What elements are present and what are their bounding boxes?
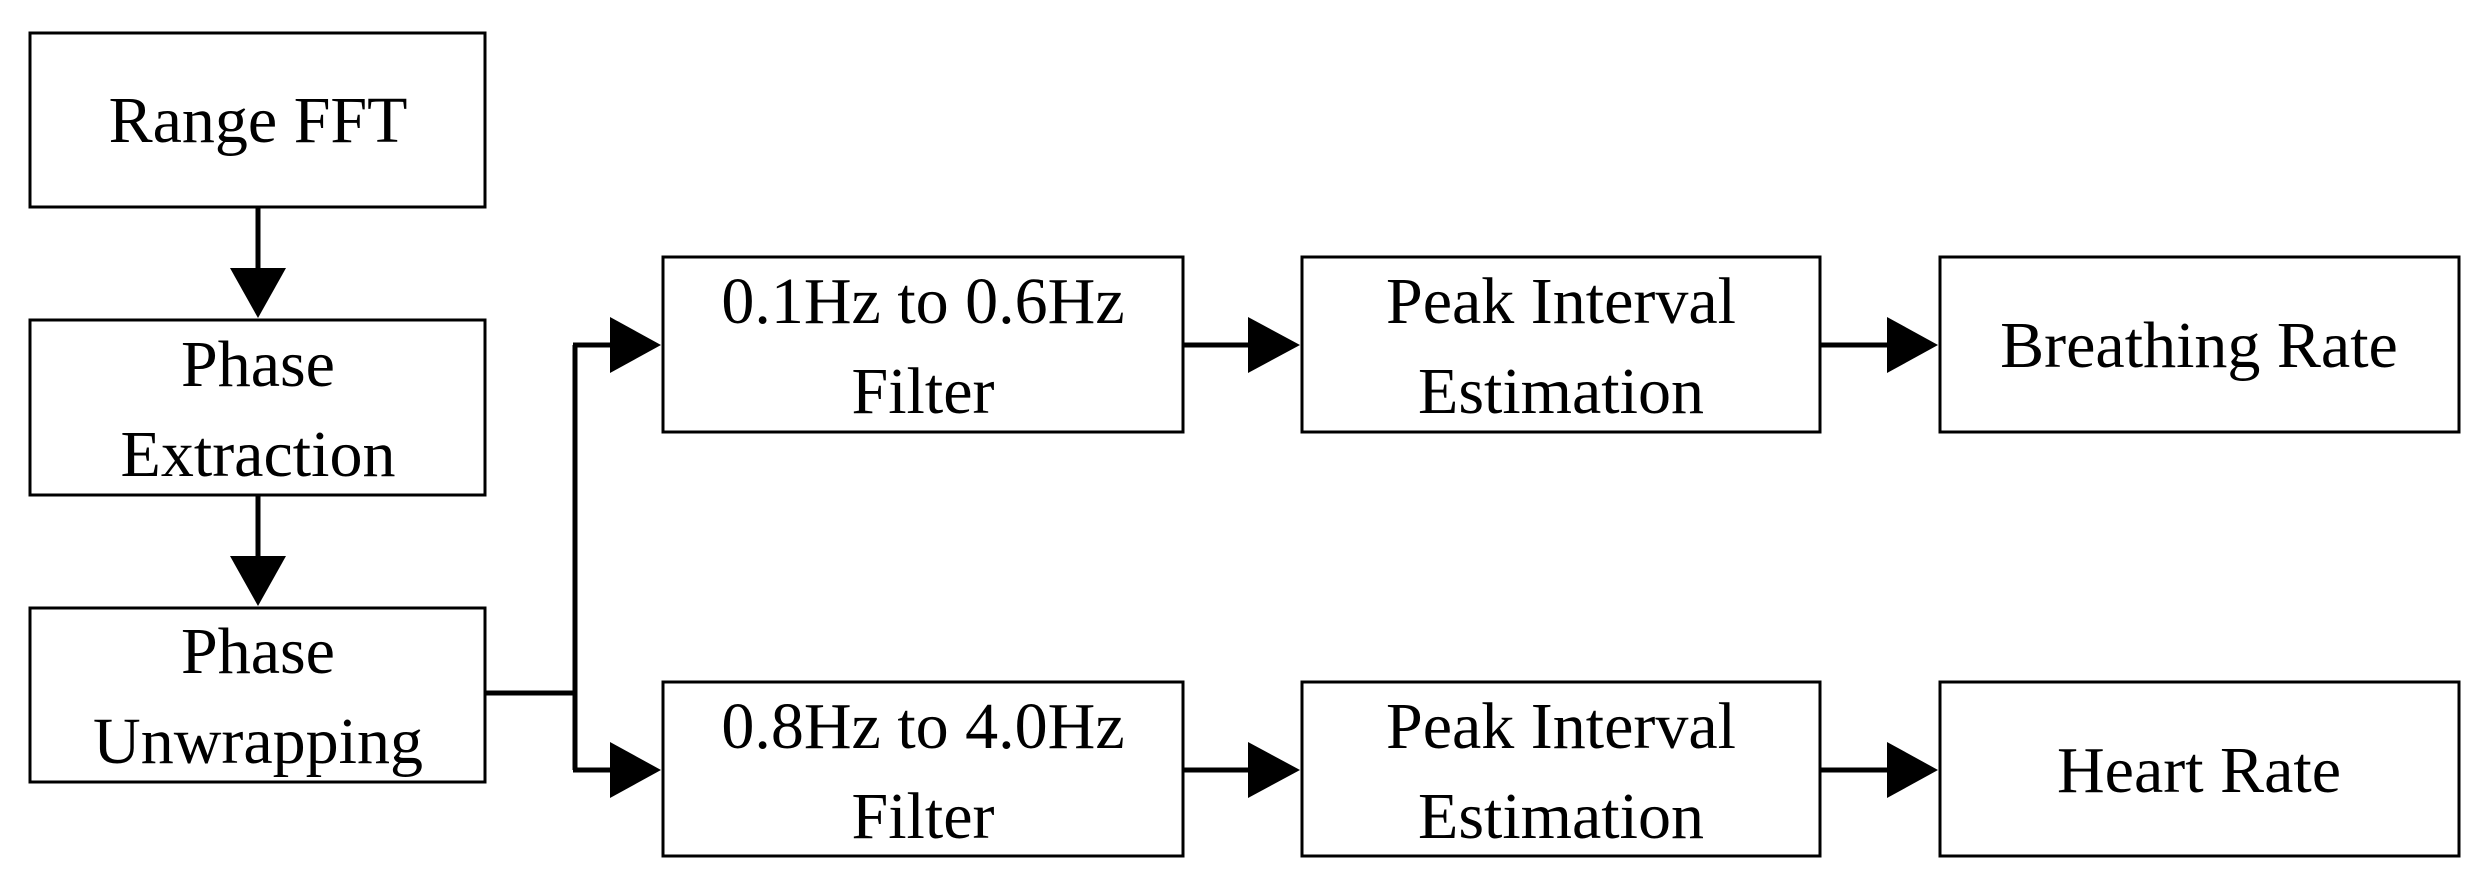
arrowhead-down-icon: [230, 268, 286, 318]
node-range-fft-label: Range FFT: [109, 84, 408, 157]
edge-split-to-filter-heart: [573, 742, 661, 798]
node-peak-breathing: Peak Interval Estimation: [1300, 255, 1822, 434]
node-phase-extraction: Phase Extraction: [28, 318, 487, 497]
flow-connectors: [230, 207, 1938, 798]
arrowhead-right-icon: [1248, 742, 1300, 798]
node-range-fft: Range FFT: [28, 31, 487, 209]
node-breathing-rate: Breathing Rate: [1938, 255, 2461, 434]
node-breathing-rate-label: Breathing Rate: [2000, 309, 2398, 382]
node-peak-heart: Peak Interval Estimation: [1300, 680, 1822, 858]
edge-peak-breathing-to-breathing-rate: [1820, 317, 1938, 373]
arrowhead-right-icon: [610, 317, 661, 373]
node-filter-breathing-label-line1: 0.1Hz to 0.6Hz: [721, 265, 1124, 338]
flow-nodes: Range FFT Phase Extraction Phase Unwrapp…: [28, 31, 2461, 858]
node-peak-heart-label-line2: Estimation: [1418, 780, 1704, 853]
arrowhead-right-icon: [1887, 742, 1938, 798]
edge-split-to-filter-breathing: [573, 317, 661, 373]
arrowhead-right-icon: [1887, 317, 1938, 373]
node-phase-extraction-label-line1: Phase: [181, 328, 335, 401]
node-phase-unwrapping: Phase Unwrapping: [28, 606, 487, 784]
arrowhead-down-icon: [230, 556, 286, 606]
arrowhead-right-icon: [1248, 317, 1300, 373]
edge-filter-breathing-to-peak-breathing: [1183, 317, 1300, 373]
node-phase-unwrapping-label-line1: Phase: [181, 615, 335, 688]
node-filter-heart-label-line1: 0.8Hz to 4.0Hz: [721, 690, 1124, 763]
edge-range-fft-to-phase-extraction: [230, 207, 286, 318]
edge-phase-extraction-to-phase-unwrapping: [230, 495, 286, 606]
edge-filter-heart-to-peak-heart: [1183, 742, 1300, 798]
node-filter-heart: 0.8Hz to 4.0Hz Filter: [661, 680, 1185, 858]
node-filter-breathing-label-line2: Filter: [852, 355, 995, 428]
node-filter-breathing: 0.1Hz to 0.6Hz Filter: [661, 255, 1185, 434]
arrowhead-right-icon: [610, 742, 661, 798]
node-peak-heart-label-line1: Peak Interval: [1386, 690, 1736, 763]
node-phase-extraction-label-line2: Extraction: [121, 418, 396, 491]
edge-phase-unwrapping-split: [485, 345, 578, 770]
node-heart-rate-label: Heart Rate: [2057, 734, 2341, 807]
node-filter-heart-label-line2: Filter: [852, 780, 995, 853]
node-phase-unwrapping-label-line2: Unwrapping: [93, 705, 423, 778]
node-heart-rate: Heart Rate: [1938, 680, 2461, 858]
node-peak-breathing-label-line2: Estimation: [1418, 355, 1704, 428]
node-peak-breathing-label-line1: Peak Interval: [1386, 265, 1736, 338]
edge-peak-heart-to-heart-rate: [1820, 742, 1938, 798]
